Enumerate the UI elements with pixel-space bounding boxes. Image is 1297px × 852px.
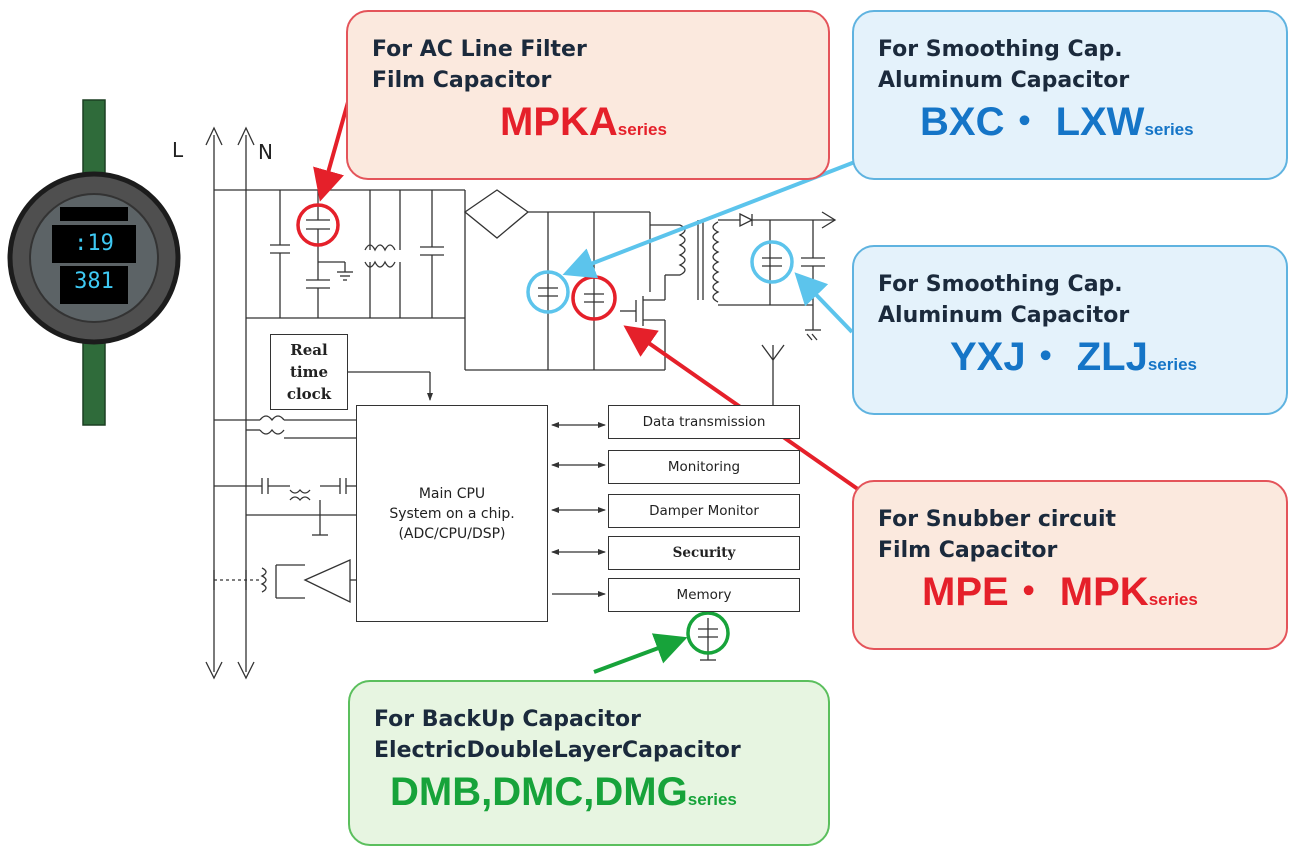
peripheral-security: Security xyxy=(608,536,800,570)
line-label-l: L xyxy=(172,138,184,162)
rtc-line-3: clock xyxy=(286,385,332,403)
callout-backup: For BackUp Capacitor ElectricDoubleLayer… xyxy=(348,680,830,846)
cpu-line-3: (ADC/CPU/DSP) xyxy=(398,525,506,542)
callout-smoothing-2: For Smoothing Cap. Aluminum Capacitor YX… xyxy=(852,245,1288,415)
callout-snubber-series: MPE・ MPKseries xyxy=(922,570,1198,614)
arrow-backup xyxy=(593,633,688,674)
callout-ac-filter-line2: Film Capacitor xyxy=(372,68,552,93)
peripheral-memory: Memory xyxy=(608,578,800,612)
rtc-line-1: Real xyxy=(290,341,328,359)
peripheral-damper-monitor: Damper Monitor xyxy=(608,494,800,528)
rtc-block: Real time clock xyxy=(270,334,348,410)
cpu-line-2: System on a chip. xyxy=(389,505,515,522)
callout-smoothing-1-series: BXC・ LXWseries xyxy=(920,100,1194,144)
callout-snubber-line2: Film Capacitor xyxy=(878,538,1058,563)
callout-backup-line2: ElectricDoubleLayerCapacitor xyxy=(374,738,741,763)
main-cpu-block: Main CPU System on a chip. (ADC/CPU/DSP) xyxy=(356,405,548,622)
callout-snubber: For Snubber circuit Film Capacitor MPE・ … xyxy=(852,480,1288,650)
rtc-line-2: time xyxy=(289,363,329,381)
peripheral-data-transmission: Data transmission xyxy=(608,405,800,439)
callout-ac-filter-line1: For AC Line Filter xyxy=(372,37,587,62)
arrow-smooth-2 xyxy=(794,272,854,334)
callout-smoothing-2-line2: Aluminum Capacitor xyxy=(878,303,1130,328)
line-label-n: N xyxy=(258,140,273,164)
meter-display: :19 381 xyxy=(52,225,136,294)
peripheral-monitoring: Monitoring xyxy=(608,450,800,484)
callout-smoothing-2-series: YXJ・ ZLJseries xyxy=(950,335,1198,379)
callout-backup-series: DMB,DMC,DMGseries xyxy=(390,770,737,814)
cpu-line-1: Main CPU xyxy=(418,485,486,502)
arrow-ac-filter xyxy=(313,94,352,202)
callout-backup-line1: For BackUp Capacitor xyxy=(374,707,641,732)
callout-smoothing-1: For Smoothing Cap. Aluminum Capacitor BX… xyxy=(852,10,1288,180)
callout-smoothing-1-line2: Aluminum Capacitor xyxy=(878,68,1130,93)
callout-smoothing-1-line1: For Smoothing Cap. xyxy=(878,37,1123,62)
callout-ac-filter: For AC Line Filter Film Capacitor MPKAse… xyxy=(346,10,830,180)
callout-ac-filter-series: MPKAseries xyxy=(500,100,667,144)
callout-smoothing-2-line1: For Smoothing Cap. xyxy=(878,272,1123,297)
callout-snubber-line1: For Snubber circuit xyxy=(878,507,1117,532)
